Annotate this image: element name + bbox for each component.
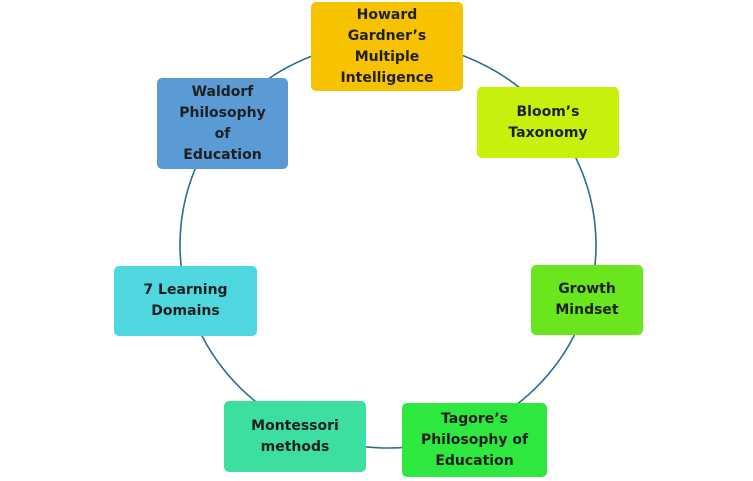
node-7-learning-domains: 7 Learning Domains — [114, 266, 257, 336]
node-waldorf-philosophy: Waldorf Philosophy of Education — [157, 78, 288, 169]
node-growth-mindset: Growth Mindset — [531, 265, 643, 335]
node-tagores-philosophy: Tagore’s Philosophy of Education — [402, 403, 547, 477]
node-montessori-methods: Montessori methods — [224, 401, 366, 472]
node-blooms-taxonomy: Bloom’s Taxonomy — [477, 87, 619, 158]
node-gardners-multiple-intelligence: Howard Gardner’s Multiple Intelligence — [311, 2, 463, 91]
